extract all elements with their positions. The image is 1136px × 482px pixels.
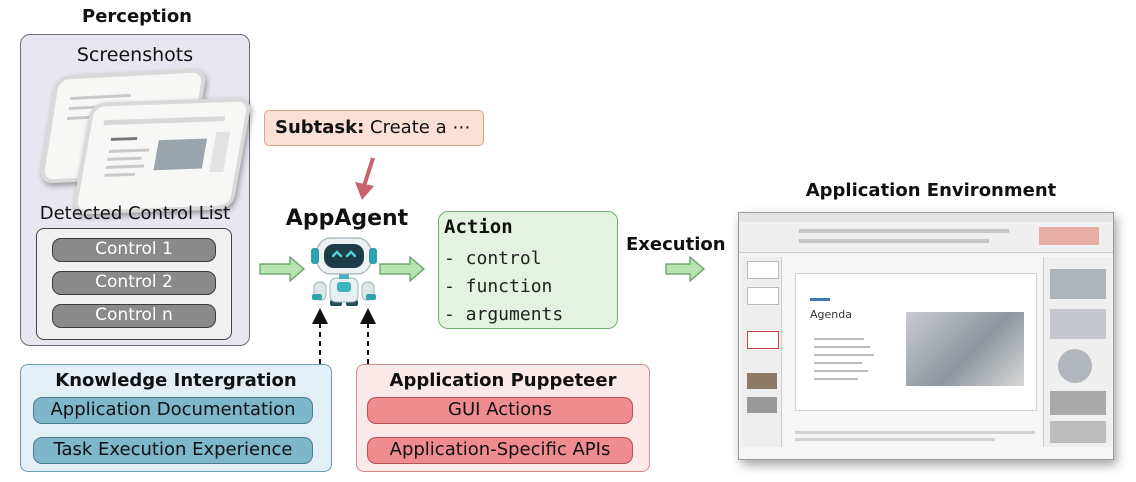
arrow-perception-to-agent — [259, 255, 305, 283]
puppeteer-title: Application Puppeteer — [389, 370, 617, 391]
action-box — [438, 211, 618, 329]
control-item: Control 1 — [52, 238, 216, 262]
subtask-text: Create a ⋯ — [370, 117, 471, 138]
robot-icon — [311, 237, 377, 306]
puppeteer-item-gui-actions: GUI Actions — [367, 397, 633, 424]
execution-label: Execution — [626, 234, 726, 255]
screenshots-label: Screenshots — [76, 44, 194, 66]
puppeteer-item-apis: Application-Specific APIs — [367, 437, 633, 464]
application-environment-title: Application Environment — [805, 180, 1057, 201]
action-item-function: - function — [444, 276, 553, 297]
knowledge-item-experience: Task Execution Experience — [33, 437, 313, 464]
knowledge-title: Knowledge Intergration — [55, 370, 297, 391]
arrow-subtask-to-agent — [355, 157, 375, 200]
subtask-prefix: Subtask: — [275, 117, 365, 138]
control-item: Control n — [52, 304, 216, 328]
appagent-title: AppAgent — [285, 206, 409, 231]
action-item-arguments: - arguments — [444, 304, 564, 325]
application-window-screenshot: Agenda — [738, 212, 1114, 460]
arrow-agent-to-action — [379, 255, 425, 283]
action-title: Action — [444, 216, 513, 238]
knowledge-item-documentation: Application Documentation — [33, 397, 313, 424]
control-item: Control 2 — [52, 271, 216, 295]
arrow-action-to-environment — [665, 255, 705, 283]
control-list-label: Detected Control List — [39, 203, 231, 224]
slide-title: Agenda — [810, 308, 852, 321]
perception-title: Perception — [82, 6, 192, 27]
action-item-control: - control — [444, 248, 542, 269]
subtask-box: Subtask: Create a ⋯ — [264, 110, 484, 146]
